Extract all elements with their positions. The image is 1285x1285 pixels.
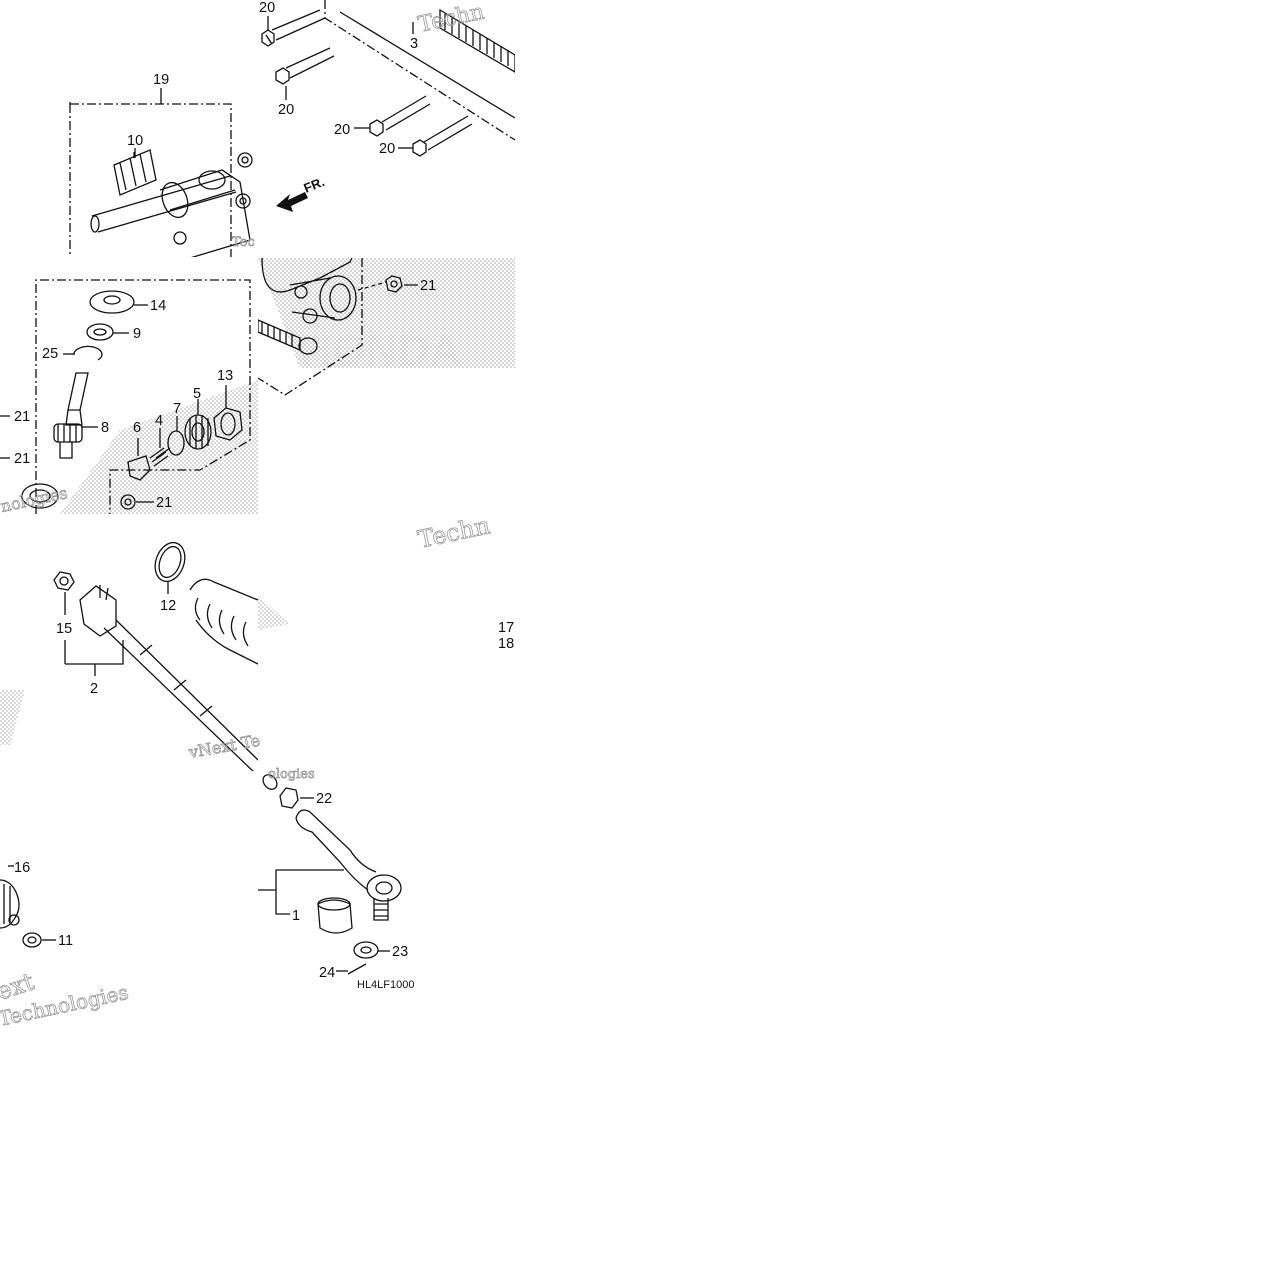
watermark-text-8: nologies: [0, 483, 69, 516]
watermark-dot-fields: HONDA: [0, 258, 515, 745]
label-fragment-right: Techn: [415, 511, 493, 554]
label-1: 1: [292, 908, 300, 924]
gear-housing-group: [258, 257, 418, 396]
label-9: 9: [133, 326, 141, 342]
label-16: 16: [14, 860, 30, 876]
label-20-b: 20: [278, 102, 294, 118]
label-19: 19: [153, 72, 169, 88]
label-15: 15: [56, 621, 72, 637]
label-20-d: 20: [379, 141, 395, 157]
label-21-c: 21: [156, 495, 172, 511]
label-6: 6: [133, 420, 141, 436]
bolt-20-c: [369, 95, 431, 137]
label-4: 4: [155, 413, 163, 429]
label-20-a: 20: [259, 0, 275, 16]
label-10: 10: [127, 133, 143, 149]
front-direction-arrow: [276, 192, 308, 212]
label-21-b: 21: [14, 451, 30, 467]
rack-bolts-group: [261, 0, 515, 212]
label-21-d: 21: [420, 278, 436, 294]
label-22: 22: [316, 791, 332, 807]
bolt-20-b: [275, 47, 335, 85]
label-3: 3: [410, 36, 418, 52]
tie-rod-end-group: [0, 774, 402, 975]
label-18: 18: [498, 636, 514, 652]
label-25: 25: [42, 346, 58, 362]
label-20-c: 20: [334, 122, 350, 138]
watermark-text-7: Tec: [232, 235, 255, 250]
label-7: 7: [173, 401, 181, 417]
direction-label: FR.: [302, 174, 327, 196]
pinion-parts-group: [0, 279, 251, 514]
label-5: 5: [193, 386, 201, 402]
watermark-text-4: ologies: [268, 767, 315, 782]
pinion-housing-assembly: [69, 88, 253, 257]
label-13: 13: [217, 368, 233, 384]
label-17: 17: [498, 620, 514, 636]
tie-rod-group: [53, 541, 258, 771]
bolt-20-a: [261, 9, 326, 47]
watermark-text-3: vNext Te: [186, 731, 261, 762]
label-21-a: 21: [14, 409, 30, 425]
label-2: 2: [90, 681, 98, 697]
bolt-20-d: [412, 115, 473, 157]
label-14: 14: [150, 298, 166, 314]
label-8: 8: [101, 420, 109, 436]
label-11: 11: [58, 933, 73, 949]
label-12: 12: [160, 598, 176, 614]
diagram-code: HL4LF1000: [357, 979, 415, 991]
watermark-text-2: Techn: [415, 511, 492, 554]
label-23: 23: [392, 944, 408, 960]
watermark-brand: HONDA: [300, 326, 461, 375]
label-24: 24: [319, 965, 335, 981]
